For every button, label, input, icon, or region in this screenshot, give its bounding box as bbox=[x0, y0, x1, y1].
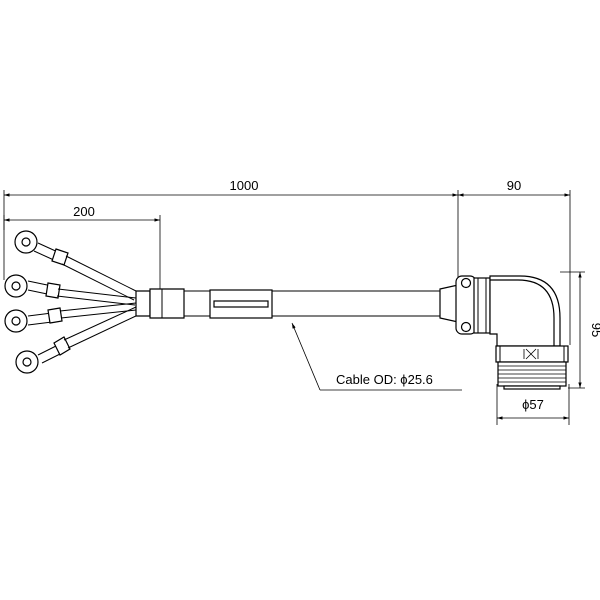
dimension-connector-length: 90 bbox=[458, 178, 571, 345]
ring-terminal bbox=[14, 230, 38, 254]
dimension-label-200: 200 bbox=[73, 204, 95, 219]
dimension-label-phi57: ϕ57 bbox=[522, 397, 544, 412]
connector bbox=[455, 275, 569, 390]
dimension-label-90: 90 bbox=[507, 178, 521, 193]
dimension-label-95: 95 bbox=[589, 323, 600, 337]
ring-terminal bbox=[4, 274, 28, 298]
ring-terminal bbox=[15, 350, 39, 374]
lead-wires bbox=[27, 242, 139, 364]
dimension-label-1000: 1000 bbox=[230, 178, 259, 193]
dimension-overall-length: 1000 bbox=[3, 178, 459, 282]
dimension-connector-height: 95 bbox=[560, 271, 600, 389]
ring-terminal bbox=[4, 309, 28, 333]
ring-terminals bbox=[4, 230, 39, 374]
dimension-lead-length: 200 bbox=[3, 204, 161, 290]
breakout-sleeve bbox=[135, 288, 185, 319]
cable-od-label: Cable OD: ϕ25.6 bbox=[336, 372, 433, 387]
dimension-connector-diameter: ϕ57 bbox=[496, 384, 570, 425]
cable-od-callout: Cable OD: ϕ25.6 bbox=[291, 322, 462, 391]
main-cable bbox=[184, 284, 459, 323]
